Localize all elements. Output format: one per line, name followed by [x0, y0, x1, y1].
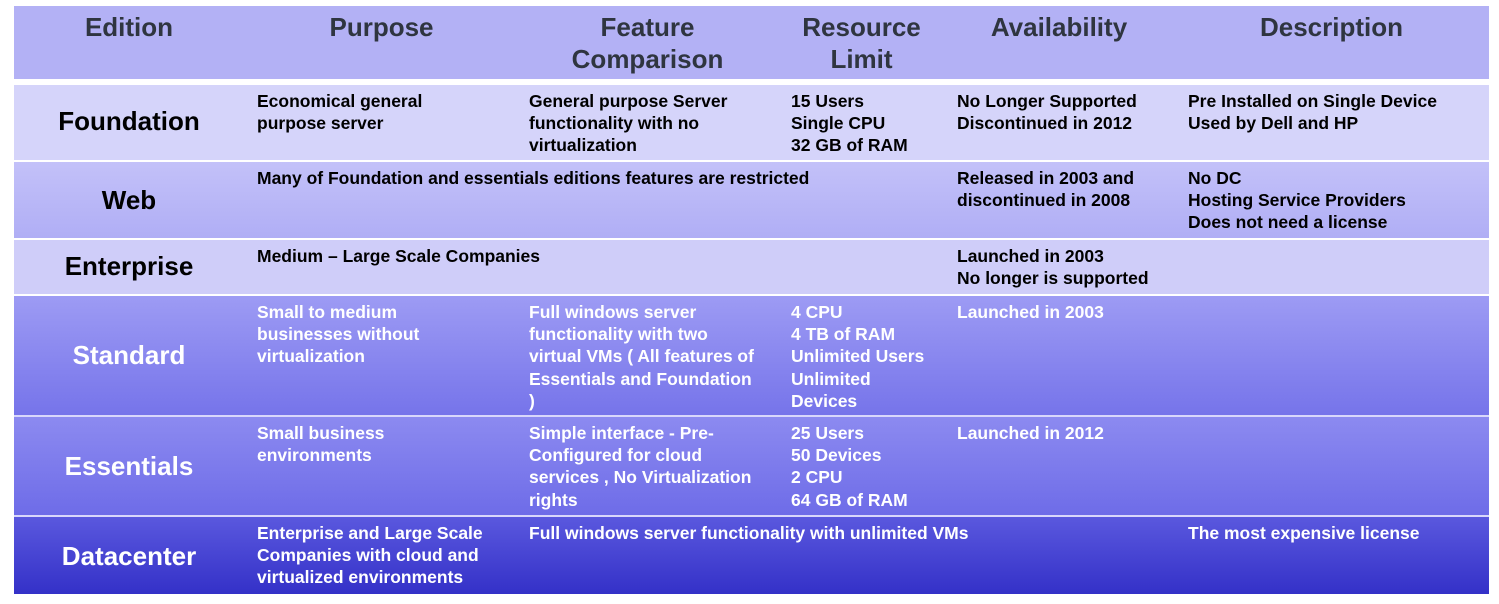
purpose-span-cell: Many of Foundation and essentials editio…: [257, 168, 810, 188]
row-enterprise: Enterprise Medium – Large Scale Companie…: [14, 240, 1489, 294]
row-foundation: Foundation Economical general purpose se…: [14, 85, 1489, 160]
row-datacenter: Datacenter Enterprise and Large Scale Co…: [14, 517, 1489, 594]
resource-cell: 15 Users Single CPU 32 GB of RAM: [791, 91, 908, 156]
feature-cell: General purpose Server functionality wit…: [529, 91, 728, 156]
row-web: Web Many of Foundation and essentials ed…: [14, 162, 1489, 238]
purpose-span-cell: Medium – Large Scale Companies: [257, 246, 541, 266]
description-cell: No DC Hosting Service Providers Does not…: [1188, 168, 1406, 233]
edition-name: Essentials: [64, 451, 194, 481]
row-separator: [14, 515, 1489, 517]
availability-cell: Released in 2003 and discontinued in 200…: [957, 168, 1135, 211]
resource-cell: 4 CPU 4 TB of RAM Unlimited Users Unlimi…: [791, 302, 925, 411]
purpose-cell: Small business environments: [257, 423, 385, 466]
availability-cell: Launched in 2003: [957, 302, 1104, 322]
purpose-cell: Economical general purpose server: [257, 91, 423, 134]
feature-span-cell: Full windows server functionality with u…: [529, 523, 969, 543]
edition-name: Web: [101, 185, 157, 215]
editions-table: Edition Purpose Feature Comparison Resou…: [14, 6, 1489, 594]
feature-cell: Simple interface - Pre- Configured for c…: [529, 423, 752, 510]
purpose-cell: Small to medium businesses without virtu…: [257, 302, 420, 367]
description-cell: Pre Installed on Single Device Used by D…: [1188, 91, 1437, 134]
description-cell: The most expensive license: [1188, 523, 1420, 543]
purpose-cell: Enterprise and Large Scale Companies wit…: [257, 523, 483, 588]
header-row: Edition Purpose Feature Comparison Resou…: [14, 6, 1489, 79]
edition-name: Standard: [72, 340, 186, 370]
header-availability: Availability: [990, 12, 1128, 42]
availability-cell: No Longer Supported Discontinued in 2012: [957, 91, 1137, 134]
edition-name: Enterprise: [64, 251, 194, 281]
edition-name: Datacenter: [61, 541, 197, 571]
row-separator: [14, 294, 1489, 296]
row-separator: [14, 415, 1489, 417]
row-essentials: Essentials Small business environments S…: [14, 417, 1489, 515]
row-separator: [14, 160, 1489, 162]
availability-cell: Launched in 2012: [957, 423, 1104, 443]
header-feature-comparison: Feature Comparison: [571, 12, 724, 74]
availability-cell: Launched in 2003 No longer is supported: [957, 246, 1149, 289]
row-standard: Standard Small to medium businesses with…: [14, 296, 1489, 415]
header-purpose: Purpose: [329, 12, 434, 42]
feature-cell: Full windows server functionality with t…: [529, 302, 754, 411]
header-resource-limit: Resource Limit: [802, 12, 921, 74]
resource-cell: 25 Users 50 Devices 2 CPU 64 GB of RAM: [791, 423, 908, 510]
header-description: Description: [1259, 12, 1404, 42]
edition-name: Foundation: [58, 106, 200, 136]
header-edition: Edition: [84, 12, 174, 42]
header-separator: [14, 79, 1489, 85]
row-separator: [14, 238, 1489, 240]
